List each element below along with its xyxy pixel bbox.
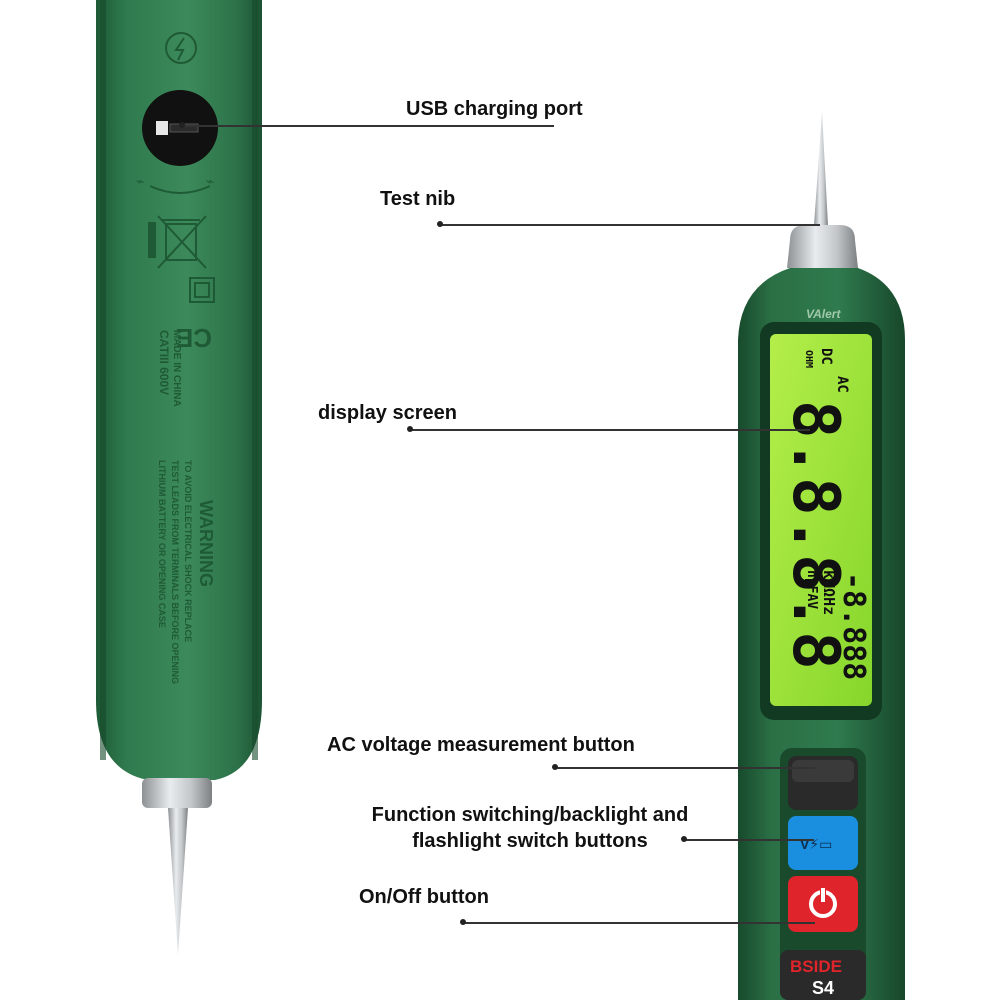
callout-power-button: On/Off button	[359, 886, 489, 908]
button-housing	[780, 748, 866, 1000]
warning-line-3: LITHIUM BATTERY OR OPENING CASE	[157, 460, 167, 628]
lcd-mode-ac: AC	[834, 376, 850, 393]
callout-power-line	[463, 922, 815, 924]
callout-display-dot	[407, 426, 413, 432]
brand-name: BSIDE	[790, 957, 842, 976]
lcd-secondary-digits: -8.888	[836, 572, 871, 680]
callout-power-dot	[460, 919, 466, 925]
pen-tester-back: ⌁ ⌁ CE MADE IN CHINA CATIII 600V WARNING…	[96, 0, 262, 955]
made-in-label: MADE IN CHINA	[171, 330, 182, 407]
callout-function-dot	[681, 836, 687, 842]
callout-ac-dot	[552, 764, 558, 770]
callout-usb-port: USB charging port	[406, 98, 583, 120]
lightning-icon	[165, 32, 197, 64]
double-insulation-icon	[189, 277, 215, 303]
callout-function: Function switching/backlight and flashli…	[358, 802, 702, 854]
lcd-units-line1: kMΩHz	[820, 570, 838, 615]
front-collar	[787, 225, 858, 268]
lcd-main-digits: 8.8.8.8	[778, 400, 852, 670]
function-button[interactable]	[788, 816, 858, 870]
back-nib	[168, 808, 188, 955]
warning-line-2: TEST LEADS FROM TERMINALS BEFORE OPENING	[170, 460, 180, 684]
callout-test-nib: Test nib	[380, 188, 456, 210]
callout-nib-line	[440, 224, 820, 226]
lcd-units-line2: nμFAV	[804, 570, 819, 609]
back-collar	[142, 778, 212, 808]
lcd-ohm-label: OHM	[803, 350, 814, 368]
bar-icon	[148, 222, 156, 258]
front-nib	[814, 112, 828, 225]
model-name: S4	[812, 978, 834, 998]
weee-bin-icon	[157, 215, 207, 269]
callout-nib-dot	[437, 221, 443, 227]
callout-usb-dot	[179, 122, 185, 128]
back-body	[96, 0, 262, 780]
brand-plate	[780, 950, 866, 1000]
usb-symbol-left-icon: ⌁	[136, 173, 144, 189]
callout-function-line2: flashlight switch buttons	[412, 830, 648, 852]
callout-usb-line	[182, 125, 554, 127]
usb-symbol-right-icon: ⌁	[206, 173, 214, 189]
callout-function-connector	[684, 839, 814, 841]
callout-ac-button: AC voltage measurement button	[327, 734, 635, 756]
warning-title: WARNING	[196, 500, 216, 587]
callout-display: display screen	[318, 402, 457, 424]
ce-mark-icon: CE	[176, 323, 212, 353]
callout-ac-line	[555, 767, 815, 769]
warning-line-1: TO AVOID ELECTRICAL SHOCK REPLACE	[183, 460, 193, 642]
callout-function-line1: Function switching/backlight and	[371, 804, 689, 826]
callout-display-line	[410, 429, 810, 431]
valert-badge: VAlert	[806, 307, 841, 321]
pen-tester-front: VAlert DC AC OHM 8.8.8.8 kMΩHz nμFAV -8.…	[738, 112, 905, 1000]
lcd-screen	[770, 334, 872, 706]
rating-label: CATIII 600V	[157, 330, 171, 395]
lcd-mode-dc: DC	[818, 348, 834, 365]
